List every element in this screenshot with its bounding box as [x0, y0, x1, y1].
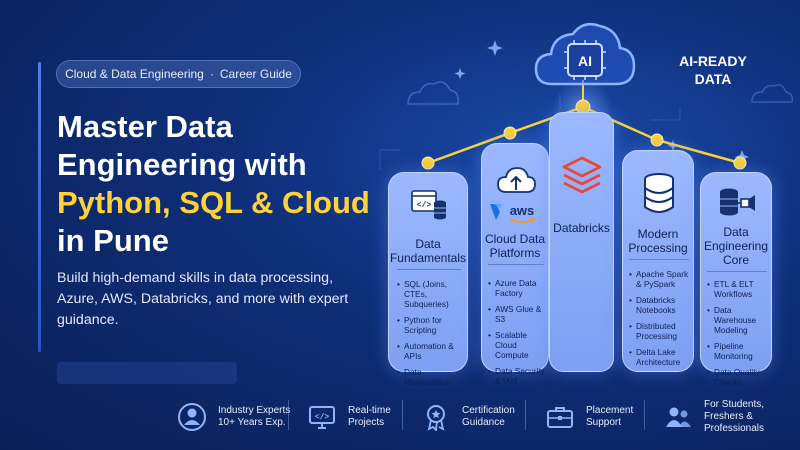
- ai-cloud: AI: [530, 18, 640, 96]
- feature-bar: Industry Experts 10+ Years Exp. </> Real…: [170, 394, 790, 440]
- column-title-line: Cloud Data: [484, 232, 546, 246]
- database-icon: [644, 173, 674, 213]
- ai-ready-line-1: AI-READY: [679, 53, 747, 69]
- column-title: Databricks: [553, 221, 610, 235]
- feature-industry-experts: Industry Experts 10+ Years Exp.: [178, 394, 290, 440]
- code-database-icon: </>: [411, 190, 446, 220]
- aws-logo-icon: aws: [490, 203, 537, 223]
- column-divider: [707, 271, 767, 272]
- column-title-line: Modern: [637, 227, 679, 241]
- feature-separator: [402, 400, 403, 430]
- headline: Master Data Engineering with Python, SQL…: [57, 108, 387, 260]
- column-title-line: Fundamentals: [389, 251, 467, 265]
- cloud-icon: AI: [534, 23, 636, 86]
- briefcase-icon: [547, 407, 573, 428]
- column-title: Cloud Data Platforms: [482, 232, 548, 260]
- list-item: Apache Spark & PySpark: [629, 269, 693, 289]
- column-list: ETL & ELT Workflows Data Warehouse Model…: [707, 279, 771, 393]
- column-title: Data Engineering Core: [701, 225, 771, 267]
- cloud-upload-icon: [497, 167, 536, 193]
- column-title-line: Data: [415, 237, 441, 251]
- feature-separator: [525, 400, 526, 430]
- feature-certification: Certification Guidance: [422, 394, 515, 440]
- list-item: Data Quality Checks: [707, 367, 771, 387]
- column-title-line: Data: [723, 225, 749, 239]
- feature-separator: [288, 400, 289, 430]
- list-item: SQL (Joins, CTEs, Subqueries): [397, 279, 465, 309]
- feature-placement-support: Placement Support: [546, 394, 633, 440]
- column-list: Apache Spark & PySpark Databricks Notebo…: [629, 269, 693, 373]
- feature-text: Placement Support: [586, 405, 634, 428]
- expert-user-icon: [178, 403, 206, 431]
- column-list: Azure Data Factory AWS Glue & S3 Scalabl…: [488, 278, 548, 392]
- list-item: Data Warehouse Modeling: [707, 305, 771, 335]
- ai-ready-line-2: DATA: [694, 71, 732, 87]
- headline-line-1: Master Data: [57, 109, 233, 144]
- left-accent-bar: [38, 62, 41, 352]
- column-databricks: Databricks: [549, 112, 614, 372]
- column-title-line: Core: [722, 253, 749, 267]
- column-modern-processing: Modern Processing Apache Spark & PySpark…: [622, 150, 694, 372]
- column-title: Data Fundamentals: [389, 237, 467, 265]
- svg-text:</>: </>: [417, 201, 432, 210]
- aws-logo-text: aws: [510, 203, 535, 218]
- certificate-badge-icon: [427, 405, 445, 431]
- list-item: Python for Scripting: [397, 315, 465, 335]
- feature-text: For Students, Freshers & Professionals: [704, 399, 765, 434]
- feature-real-time-projects: </> Real-time Projects: [308, 394, 391, 440]
- list-item: Databricks Notebooks: [629, 295, 693, 315]
- column-data-fundamentals: </> Data Fundamentals SQL (Joins, CTEs, …: [388, 172, 468, 387]
- list-item: Data Security & IAM: [488, 366, 548, 386]
- databricks-logo-icon: [562, 156, 602, 194]
- list-item: Azure Data Factory: [488, 278, 548, 298]
- list-item: ETL & ELT Workflows: [707, 279, 771, 299]
- column-title-line: Platforms: [489, 246, 541, 260]
- column-divider: [629, 259, 689, 260]
- feature-separator: [644, 400, 645, 430]
- feature-audience: For Students, Freshers & Professionals: [664, 394, 764, 440]
- list-item: Distributed Processing: [629, 321, 693, 341]
- column-divider: [488, 264, 544, 265]
- column-list: SQL (Joins, CTEs, Subqueries) Python for…: [397, 279, 465, 393]
- headline-highlight: Python, SQL & Cloud: [57, 185, 370, 220]
- column-data-engineering-core: Data Engineering Core ETL & ELT Workflow…: [700, 172, 772, 387]
- column-title-line: Processing: [628, 241, 688, 255]
- feature-text: Industry Experts 10+ Years Exp.: [218, 405, 291, 428]
- category-pill: Cloud & Data Engineering · Career Guide: [56, 60, 301, 88]
- list-item: Data Manipulation: [397, 367, 465, 387]
- category-pill-right: Career Guide: [219, 67, 292, 81]
- users-group-icon: [666, 407, 691, 427]
- list-item: AWS Glue & S3: [488, 304, 548, 324]
- headline-line-2: Engineering with: [57, 147, 307, 182]
- category-pill-separator: ·: [209, 67, 214, 81]
- feature-text: Real-time Projects: [348, 405, 391, 428]
- column-divider: [397, 269, 461, 270]
- list-item: Scalable Cloud Compute: [488, 330, 548, 360]
- subtitle: Build high-demand skills in data process…: [57, 270, 349, 328]
- column-title-line: Engineering: [703, 239, 769, 253]
- category-pill-left: Cloud & Data Engineering: [65, 67, 204, 81]
- column-cloud-data-platforms: aws Cloud Data Platforms Azure Data Fact…: [481, 143, 549, 386]
- decorative-box: [57, 362, 237, 384]
- ai-ready-label: AI-READY DATA: [668, 52, 758, 88]
- list-item: Automation & APIs: [397, 341, 465, 361]
- cloud-ai-text: AI: [578, 53, 592, 69]
- svg-text:</>: </>: [315, 413, 330, 422]
- list-item: Pipeline Monitoring: [707, 341, 771, 361]
- headline-line-4: in Pune: [57, 223, 169, 258]
- feature-text: Certification Guidance: [462, 405, 515, 428]
- list-item: Delta Lake Architecture: [629, 347, 693, 367]
- code-monitor-icon: </>: [309, 406, 335, 429]
- database-pipeline-icon: [720, 188, 755, 216]
- column-title: Modern Processing: [623, 227, 693, 255]
